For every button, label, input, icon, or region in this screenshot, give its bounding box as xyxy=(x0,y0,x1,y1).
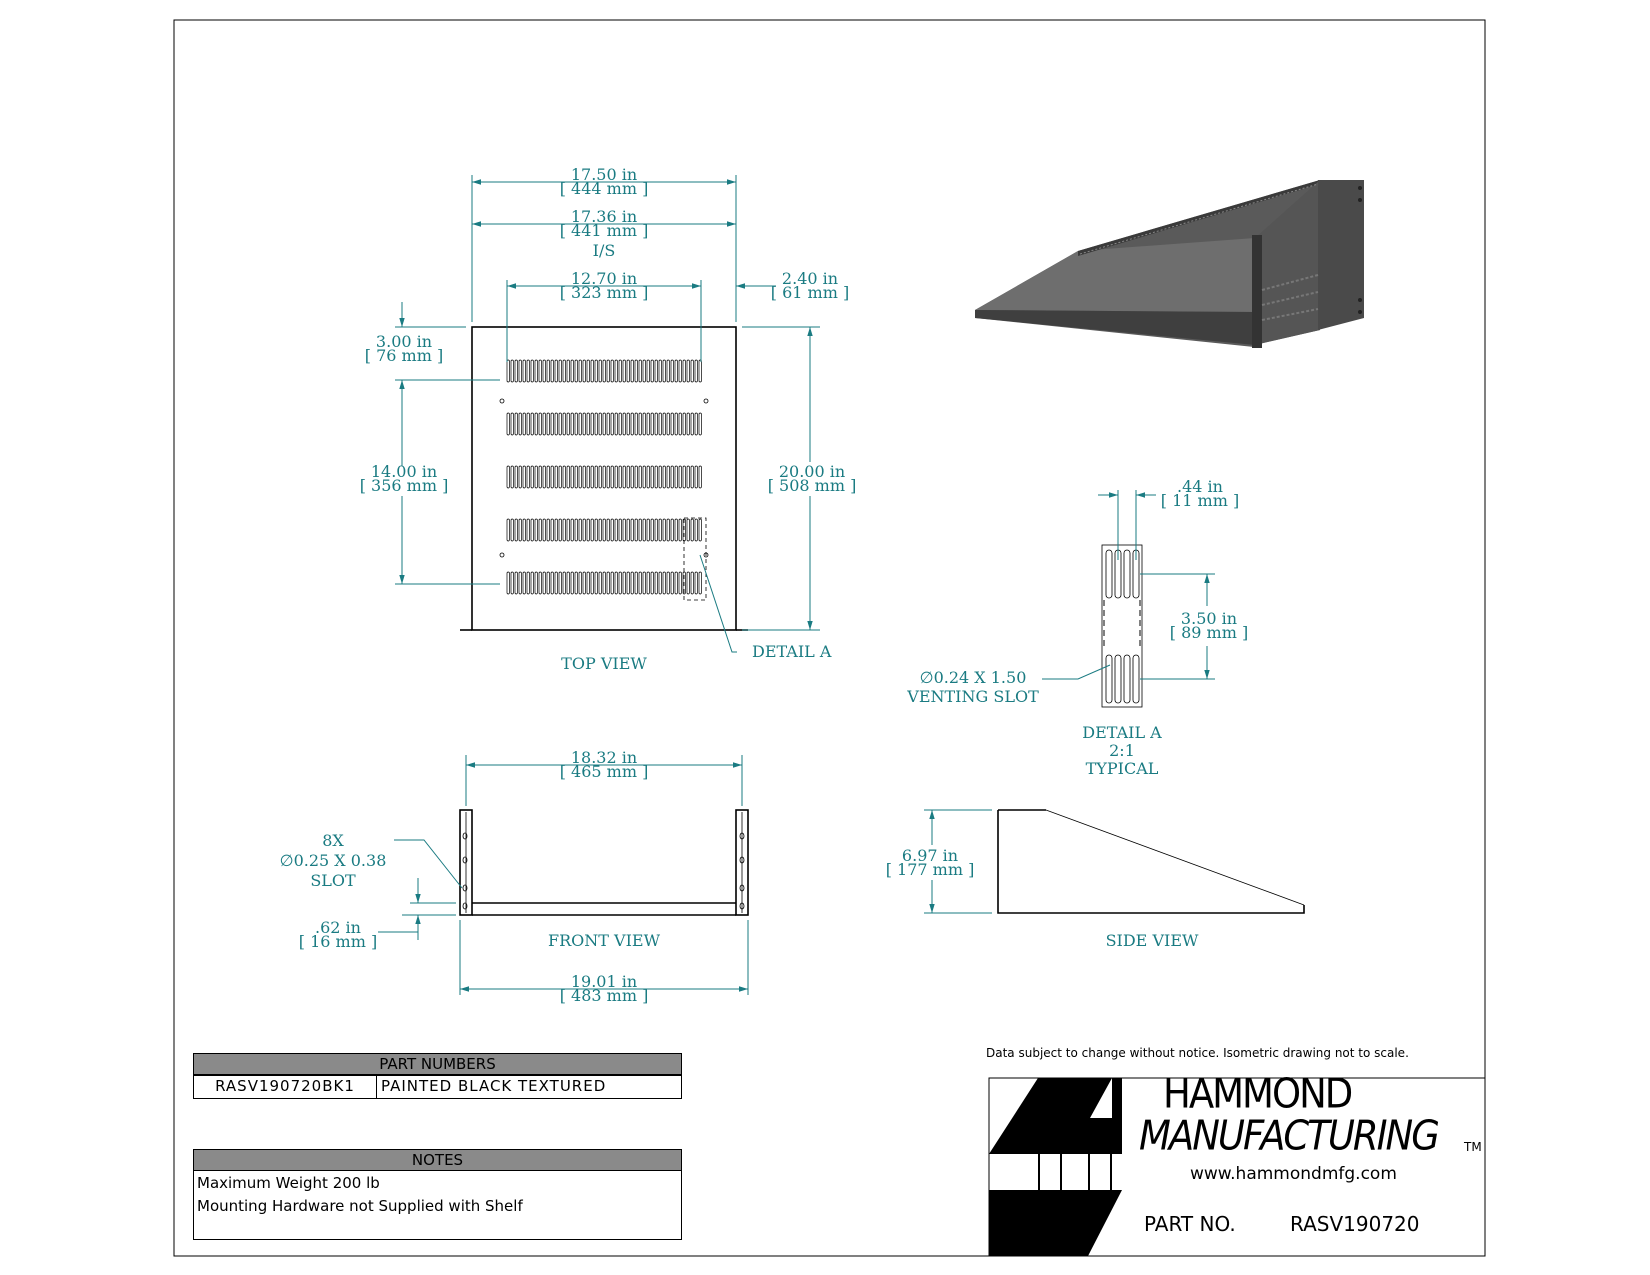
part-no-value: RASV190720 xyxy=(1290,1212,1420,1236)
notes-header: NOTES xyxy=(193,1149,682,1171)
dim-slot-pitch-mm: [ 11 mm ] xyxy=(1161,491,1239,510)
part-no-label: PART NO. xyxy=(1144,1212,1236,1236)
disclaimer-text: Data subject to change without notice. I… xyxy=(986,1046,1409,1060)
dim-front-inner-in: 18.32 in xyxy=(571,748,637,767)
dim-front-offset-in: 3.00 in xyxy=(376,332,432,351)
company-name-line2: MANUFACTURING xyxy=(1139,1112,1440,1160)
dim-vent-width-in: 12.70 in xyxy=(571,269,637,288)
mount-slot-label-1: 8X xyxy=(322,831,344,850)
dim-front-inner-mm: [ 465 mm ] xyxy=(560,762,649,781)
detail-a-view: .44 in [ 11 mm ] 3.50 in [ 89 mm ] ∅0.24… xyxy=(906,477,1248,778)
isometric-render xyxy=(975,180,1364,348)
part-numbers-header: PART NUMBERS xyxy=(193,1053,682,1075)
mount-slot-label-2: ∅0.25 X 0.38 xyxy=(280,851,387,870)
front-view-label: FRONT VIEW xyxy=(548,931,661,950)
trademark-mark: TM xyxy=(1464,1140,1482,1154)
dim-height-in: 6.97 in xyxy=(902,846,958,865)
side-view xyxy=(997,809,1305,914)
detail-vent-slots xyxy=(1105,549,1140,704)
dim-side-offset-mm: [ 61 mm ] xyxy=(771,283,849,302)
detail-a-scale: 2:1 xyxy=(1109,741,1135,760)
dim-top-width-mm: [ 444 mm ] xyxy=(560,179,649,198)
dim-depth-mm: [ 508 mm ] xyxy=(768,476,857,495)
detail-a-title: DETAIL A xyxy=(1082,723,1162,742)
dim-vent-span-mm: [ 356 mm ] xyxy=(360,476,449,495)
top-view-label: TOP VIEW xyxy=(561,654,647,673)
venting-slot-label-1: ∅0.24 X 1.50 xyxy=(920,668,1027,687)
side-view-dimensions: 6.97 in [ 177 mm ] SIDE VIEW xyxy=(886,809,1199,950)
dim-inside-mm: [ 441 mm ] xyxy=(560,221,649,240)
dim-slot-row-in: 3.50 in xyxy=(1181,609,1237,628)
dim-inside-note: I/S xyxy=(593,241,616,260)
dim-top-width-in: 17.50 in xyxy=(571,165,637,184)
company-name-line1: HAMMOND xyxy=(1163,1070,1353,1118)
dim-inside-in: 17.36 in xyxy=(571,207,637,226)
vent-slot-rows xyxy=(506,359,702,595)
detail-a-callout: DETAIL A xyxy=(752,642,832,661)
note-line: Mounting Hardware not Supplied with Shel… xyxy=(197,1197,523,1215)
dim-vent-span-in: 14.00 in xyxy=(371,462,437,481)
side-view-label: SIDE VIEW xyxy=(1106,931,1199,950)
company-website-link[interactable]: www.hammondmfg.com xyxy=(1190,1164,1397,1184)
dim-side-offset-in: 2.40 in xyxy=(782,269,838,288)
mount-slot-label-3: SLOT xyxy=(310,871,356,890)
sheet-border xyxy=(173,19,1486,1257)
dim-slot-row-mm: [ 89 mm ] xyxy=(1170,623,1248,642)
dim-shelf-drop-mm: [ 16 mm ] xyxy=(299,932,377,951)
top-view xyxy=(460,326,748,631)
note-line: Maximum Weight 200 lb xyxy=(197,1174,380,1192)
detail-a-typical: TYPICAL xyxy=(1086,759,1159,778)
front-view xyxy=(459,809,749,916)
dim-shelf-drop-in: .62 in xyxy=(315,918,361,937)
title-block xyxy=(988,1077,1486,1257)
dim-front-outer-mm: [ 483 mm ] xyxy=(560,986,649,1005)
top-view-dimensions: 17.50 in [ 444 mm ] 17.36 in [ 441 mm ] … xyxy=(360,165,857,673)
dim-slot-pitch-in: .44 in xyxy=(1177,477,1223,496)
notes-body: Maximum Weight 200 lb Mounting Hardware … xyxy=(193,1170,682,1240)
venting-slot-label-2: VENTING SLOT xyxy=(906,687,1039,706)
dim-vent-width-mm: [ 323 mm ] xyxy=(560,283,649,302)
dim-front-outer-in: 19.01 in xyxy=(571,972,637,991)
finish-cell: PAINTED BLACK TEXTURED xyxy=(376,1075,682,1099)
part-number-cell: RASV190720BK1 xyxy=(193,1075,377,1099)
front-view-dimensions: 18.32 in [ 465 mm ] 19.01 in [ 483 mm ] … xyxy=(280,748,749,1005)
dim-front-offset-mm: [ 76 mm ] xyxy=(365,346,443,365)
dim-depth-in: 20.00 in xyxy=(779,462,845,481)
dim-height-mm: [ 177 mm ] xyxy=(886,860,975,879)
